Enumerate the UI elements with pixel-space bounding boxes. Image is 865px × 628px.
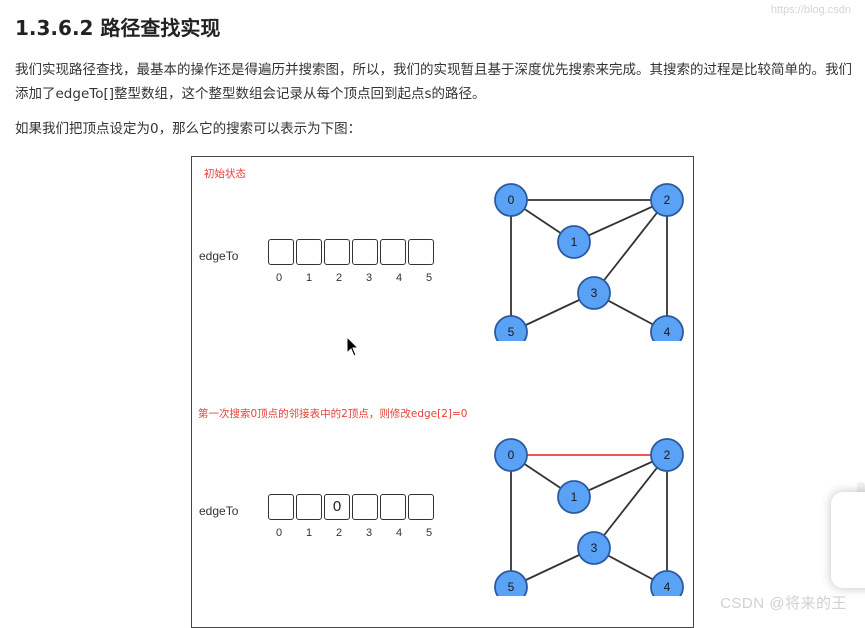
graph-initial: 0 1 2 3 4 5 — [494, 183, 684, 341]
edgeto-cell — [352, 494, 378, 520]
node-label: 4 — [664, 325, 671, 339]
state-label-initial: 初始状态 — [204, 168, 246, 180]
edgeto-array: 0 — [268, 494, 436, 520]
edgeto-cell — [324, 239, 350, 265]
intro-paragraph: 我们实现路径查找，最基本的操作还是得遍历并搜索图，所以，我们的实现暂且基于深度优… — [15, 62, 852, 102]
edgeto-cell — [408, 494, 434, 520]
node-label: 2 — [664, 193, 671, 207]
node-3 — [577, 276, 611, 310]
node-5 — [494, 315, 528, 341]
index-label: 3 — [365, 527, 373, 539]
node-label: 5 — [508, 580, 515, 594]
edgeto-cell — [296, 239, 322, 265]
edgeto-cell — [268, 239, 294, 265]
node-2 — [650, 183, 684, 217]
node-4 — [650, 570, 684, 596]
node-5 — [494, 570, 528, 596]
graph-step1: 0 1 2 3 4 5 — [494, 438, 684, 596]
edgeto-array — [268, 239, 436, 265]
node-label: 0 — [508, 448, 515, 462]
edgeto-label: edgeTo — [199, 249, 239, 263]
node-label: 3 — [591, 541, 598, 555]
node-3 — [577, 531, 611, 565]
node-label: 0 — [508, 193, 515, 207]
node-0 — [494, 438, 528, 472]
edgeto-cell — [296, 494, 322, 520]
edgeto-cell — [268, 494, 294, 520]
top-watermark: https://blog.csdn — [770, 4, 851, 16]
edgeto-indices: 0 1 2 3 4 5 — [264, 527, 444, 539]
figure-caption-paragraph: 如果我们把顶点设定为0，那么它的搜索可以表示为下图： — [15, 121, 362, 137]
csdn-watermark: CSDN @将来的王 — [720, 595, 847, 612]
edgeto-indices: 0 1 2 3 4 5 — [264, 272, 444, 284]
edgeto-cell — [352, 239, 378, 265]
node-label: 1 — [571, 490, 578, 504]
node-label: 1 — [571, 235, 578, 249]
index-label: 0 — [275, 272, 283, 284]
page-title: 1.3.6.2 路径查找实现 — [15, 16, 221, 40]
edgeto-cell — [408, 239, 434, 265]
node-1 — [557, 225, 591, 259]
node-label: 2 — [664, 448, 671, 462]
index-label: 2 — [335, 272, 343, 284]
node-0 — [494, 183, 528, 217]
index-label: 2 — [335, 527, 343, 539]
edge-2-3 — [593, 199, 668, 294]
edge-1-2 — [573, 199, 668, 243]
node-label: 4 — [664, 580, 671, 594]
node-4 — [650, 315, 684, 341]
index-label: 1 — [305, 272, 313, 284]
search-figure: 初始状态 edgeTo 0 1 2 3 4 5 — [191, 156, 694, 628]
node-label: 3 — [591, 286, 598, 300]
edge-2-3 — [593, 454, 668, 549]
index-label: 5 — [425, 272, 433, 284]
node-1 — [557, 480, 591, 514]
index-label: 4 — [395, 272, 403, 284]
node-2 — [650, 438, 684, 472]
index-label: 0 — [275, 527, 283, 539]
index-label: 3 — [365, 272, 373, 284]
state-label-step1: 第一次搜索0顶点的邻接表中的2顶点，则修改edge[2]=0 — [198, 408, 468, 420]
edgeto-label: edgeTo — [199, 504, 239, 518]
edgeto-cell — [380, 239, 406, 265]
index-label: 4 — [395, 527, 403, 539]
edgeto-cell — [380, 494, 406, 520]
floating-side-panel[interactable] — [831, 492, 865, 588]
edge-1-2 — [573, 454, 668, 498]
node-label: 5 — [508, 325, 515, 339]
mouse-cursor-icon — [346, 336, 360, 357]
edgeto-cell: 0 — [324, 494, 350, 520]
index-label: 1 — [305, 527, 313, 539]
index-label: 5 — [425, 527, 433, 539]
